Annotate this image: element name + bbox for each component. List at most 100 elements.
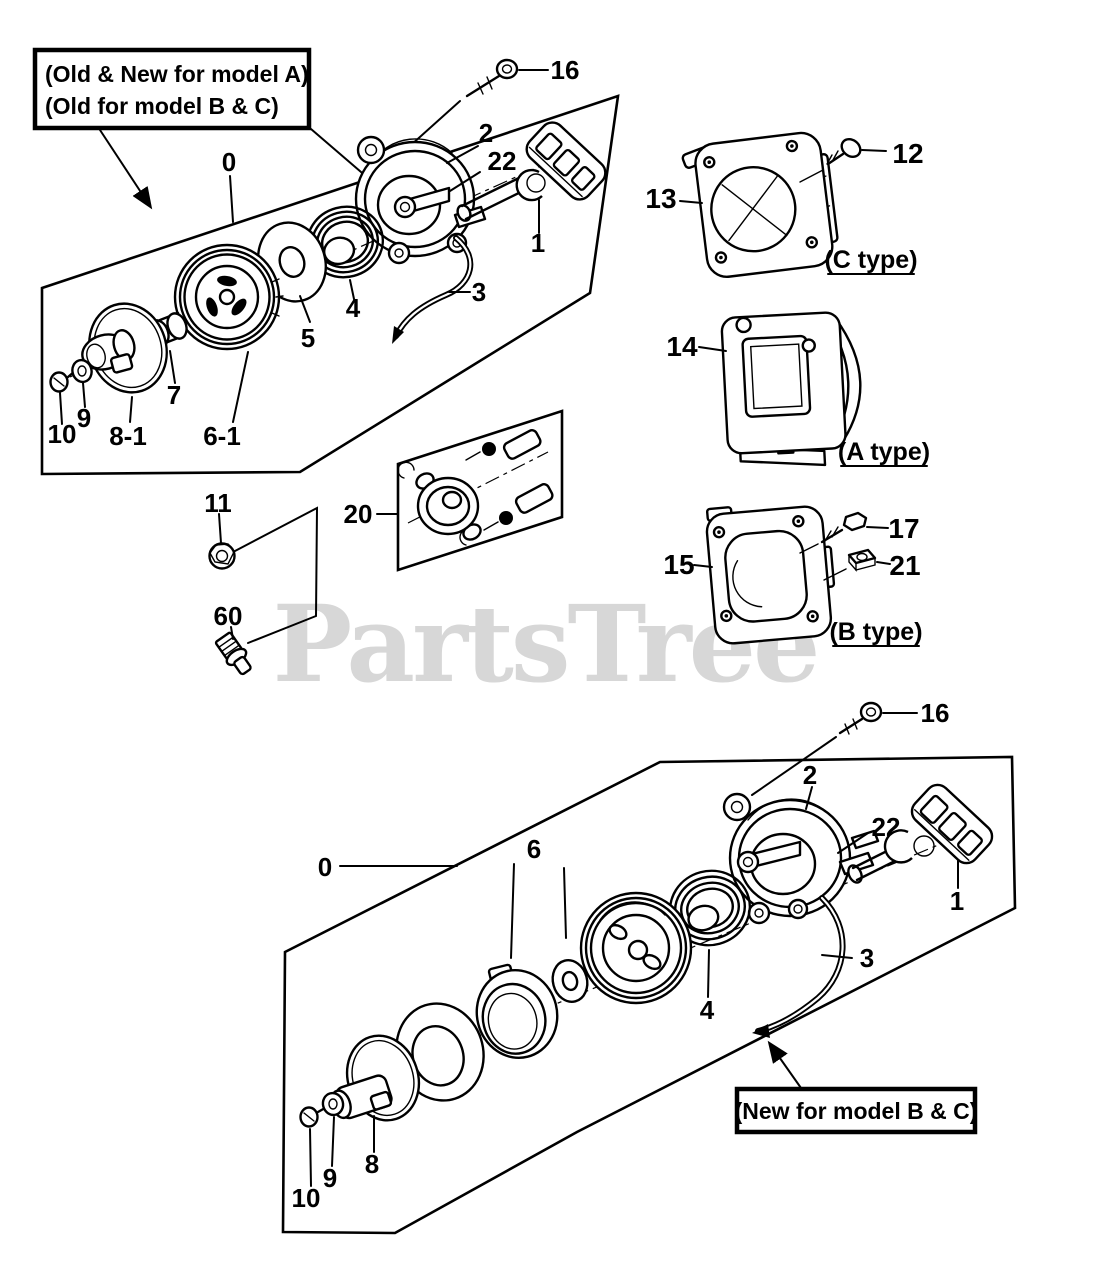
bottom-box-arrow [767,1040,802,1089]
bracket-6-left [510,863,515,959]
top-annotation-box: (Old & New for model A) (Old for model B… [32,47,369,210]
callout-12: 12 [892,138,923,169]
callout-6-1: 6-1 [203,421,241,451]
starter-handle-bottom [847,783,994,884]
leader-7-top [169,350,176,384]
callout-4-bottom: 4 [700,995,715,1025]
fan-case-a [720,311,862,467]
washer-9-top [66,358,93,384]
top-box-leader [310,128,369,179]
bolt-17 [799,511,889,554]
leader-15 [693,564,713,568]
starter-housing-top [354,135,487,265]
callout-15: 15 [663,549,694,580]
fan-case-c [681,131,839,278]
pawl-kit-box-20 [396,409,564,572]
top-annotation-line1: (Old & New for model A) [45,61,309,87]
leader-3-bottom [821,954,853,959]
callout-2-top: 2 [479,118,493,148]
starter-hub-top [81,302,168,394]
starter-rope-bottom [752,895,846,1038]
fan-case-c-group: 13 12 (C type) [645,131,924,278]
callout-8: 8 [365,1149,379,1179]
callout-60: 60 [214,601,243,631]
leader-11 [218,513,222,544]
leader-10-top [59,392,63,425]
type-label-c: (C type) [824,246,917,274]
type-label-a: (A type) [838,438,930,466]
callout-7-top: 7 [167,380,181,410]
callout-10-bottom: 10 [292,1183,321,1213]
callout-0-top: 0 [222,147,236,177]
leader-22-top [449,171,481,192]
top-annotation-border [32,47,312,131]
leader-4-bottom [707,949,710,998]
callout-9-bottom: 9 [323,1163,337,1193]
leader-60 [230,626,234,640]
fan-case-b [705,505,836,645]
callout-3-bottom: 3 [860,943,874,973]
callout-5-top: 5 [301,323,315,353]
leader-13 [679,200,703,204]
nut-21 [823,548,891,581]
callout-9-top: 9 [77,403,91,433]
leader-8-1 [129,396,133,423]
callout-6: 6 [527,834,541,864]
leader-14 [698,346,727,352]
callout-22-top: 22 [488,146,517,176]
bottom-annotation-text: (New for model B & C) [735,1098,978,1124]
screw-10-bottom [299,1106,319,1128]
leader-4-top [349,279,355,300]
leader-6-1 [232,351,249,423]
leader-0-top [229,175,234,223]
type-label-b: (B type) [829,618,922,646]
leader-5-top [299,295,311,323]
leader-2-bottom [805,786,813,810]
starter-handle-top [456,121,607,222]
rope-pulley-bottom [579,891,693,1005]
callout-8-1: 8-1 [109,421,147,451]
callout-4-top: 4 [346,293,361,323]
top-box-arrow [99,129,153,210]
leader-22-bottom [837,832,869,854]
screw-12 [799,137,887,183]
callout-11: 11 [204,488,232,518]
bottom-enclosure [281,755,1017,1235]
starter-housing-bottom [722,792,880,925]
callout-10-top: 10 [48,419,77,449]
callout-16-bottom: 16 [921,698,950,728]
screw-10-top [49,371,69,393]
hardware-group: 11 60 20 [204,409,564,676]
callout-1-top: 1 [531,228,545,258]
callout-16-top: 16 [551,55,580,85]
pointer-11-60 [234,506,319,644]
leader-9-bottom [331,1116,335,1167]
washer-9-bottom [316,1091,345,1117]
callout-20: 20 [344,499,373,529]
bracket-6-right [563,867,567,939]
bottom-annotation-box: (New for model B & C) [734,1040,978,1135]
starter-rope-top [392,235,474,344]
top-annotation-line2: (Old for model B & C) [45,93,279,119]
bottom-annotation-border [734,1086,978,1135]
leader-9-top [82,382,86,408]
callout-17: 17 [888,513,919,544]
callout-14: 14 [666,331,698,362]
callout-2-bottom: 2 [803,760,817,790]
leader-2-top [446,145,479,164]
fan-case-b-group: 15 17 21 (B type) [663,505,923,647]
fan-case-a-group: 14 (A type) [666,311,930,467]
fitting-60 [214,631,252,676]
screw-16-bottom [751,701,918,796]
ratchet-ring-bottom [475,963,559,1059]
leader-10-bottom [309,1128,312,1187]
top-exploded-view: 16 2 22 3 [40,55,620,476]
nut-11 [208,542,236,570]
callout-1-bottom: 1 [950,886,964,916]
rope-pulley-top [173,243,284,351]
callout-21: 21 [889,550,920,581]
top-enclosure [40,94,620,476]
callout-3-top: 3 [472,277,486,307]
